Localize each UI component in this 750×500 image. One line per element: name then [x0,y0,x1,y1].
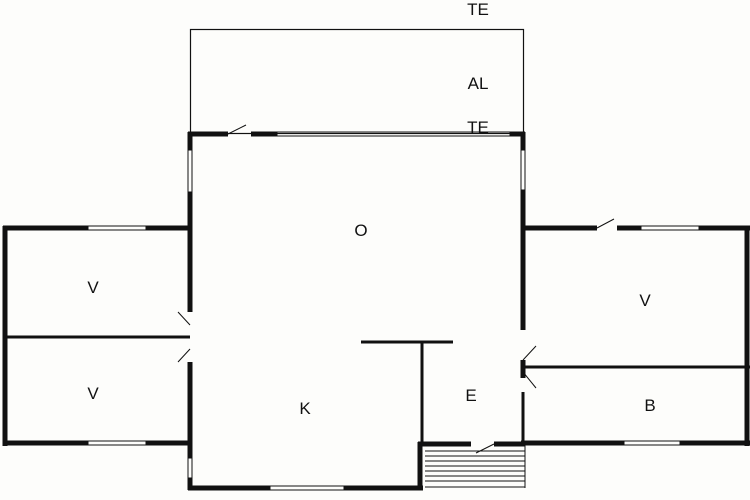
terrace-outline [189,28,525,135]
room-label-bedroom-left-top: V [87,278,99,297]
room-label-terrace-top: TE [467,0,489,19]
room-label-terrace-bottom: TE [467,118,489,137]
entrance-stairs [425,444,526,488]
walls [2,131,750,491]
room-label-living: O [354,221,368,240]
room-label-bedroom-right: V [639,291,651,310]
partitions [5,335,750,444]
room-label-kitchen: K [299,399,311,418]
room-label-entrance: E [465,386,477,405]
room-label-balcony: AL [467,74,489,93]
windows [87,131,700,491]
room-label-bedroom-left-bottom: V [87,384,99,403]
door-swings [177,124,615,454]
room-label-bathroom: B [644,396,656,415]
